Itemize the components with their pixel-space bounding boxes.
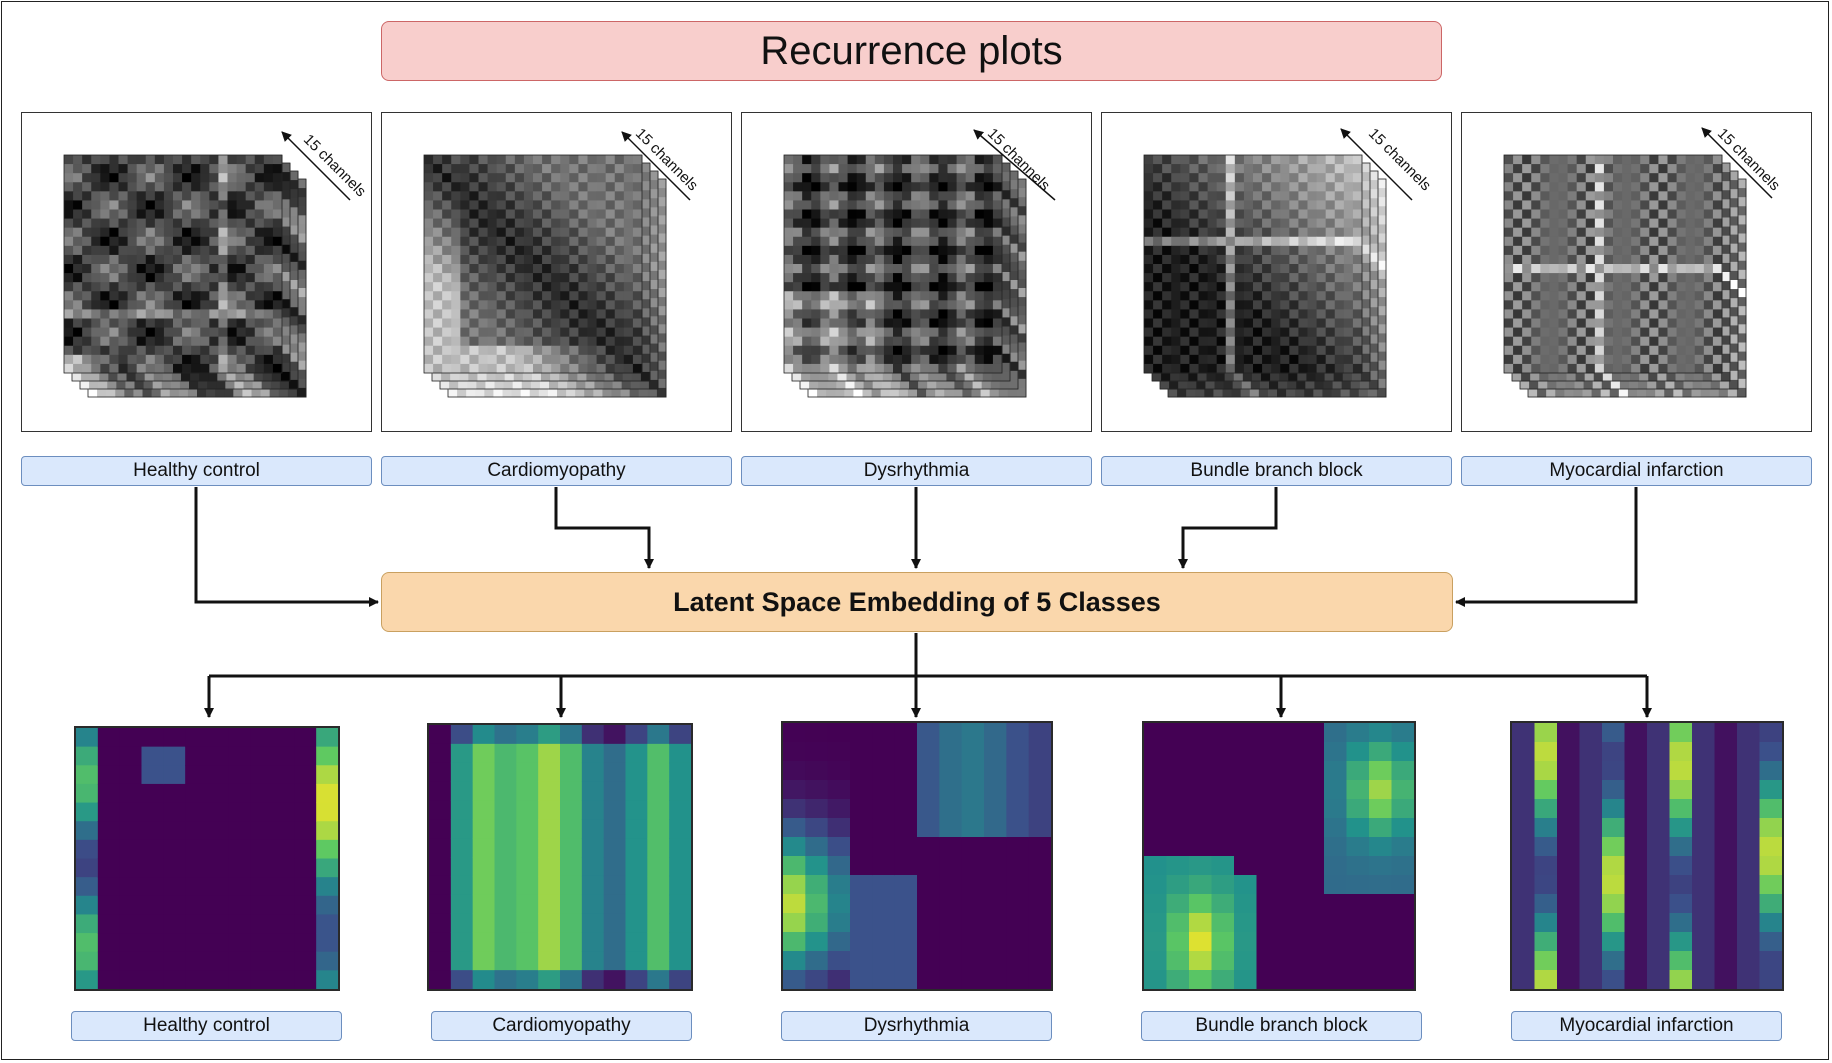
recurrence-layer bbox=[1143, 154, 1363, 374]
top-label-healthy-control: Healthy control bbox=[21, 456, 372, 486]
arrow-healthy-to-latent bbox=[194, 487, 379, 607]
latent-heatmap-bundle-branch-block bbox=[1142, 721, 1416, 991]
top-label-bundle-branch-block: Bundle branch block bbox=[1101, 456, 1452, 486]
latent-heatmap-healthy-control bbox=[74, 726, 340, 991]
arrow-bbb-to-latent bbox=[1178, 487, 1278, 569]
recurrence-panel-dysrhythmia: 15 channels bbox=[741, 112, 1092, 432]
recurrence-stack-cardiomyopathy bbox=[423, 154, 667, 398]
bottom-label-cardiomyopathy: Cardiomyopathy bbox=[431, 1011, 692, 1041]
recurrence-stack-healthy-control bbox=[63, 154, 307, 398]
channels-arrow-icon bbox=[1701, 127, 1773, 199]
latent-heatmap-cardiomyopathy bbox=[427, 723, 693, 991]
recurrence-panel-myocardial-infarction: 15 channels bbox=[1461, 112, 1812, 432]
top-label-dysrhythmia: Dysrhythmia bbox=[741, 456, 1092, 486]
heatmap-svg bbox=[76, 728, 338, 989]
heatmap-svg bbox=[429, 725, 691, 989]
latent-heatmap-dysrhythmia bbox=[781, 721, 1053, 991]
top-label-myocardial-infarction: Myocardial infarction bbox=[1461, 456, 1812, 486]
recurrence-panel-healthy-control: 15 channels bbox=[21, 112, 372, 432]
bottom-label-bundle-branch-block: Bundle branch block bbox=[1141, 1011, 1422, 1041]
latent-space-embedding-box: Latent Space Embedding of 5 Classes bbox=[381, 572, 1453, 632]
channels-arrow-icon bbox=[1340, 128, 1413, 201]
recurrence-layer bbox=[63, 154, 283, 374]
channels-arrow-icon bbox=[973, 129, 1056, 201]
recurrence-panel-bundle-branch-block: 15 channels bbox=[1101, 112, 1452, 432]
recurrence-plots-title: Recurrence plots bbox=[381, 21, 1442, 81]
heatmap-svg bbox=[1144, 723, 1414, 989]
bottom-label-dysrhythmia: Dysrhythmia bbox=[781, 1011, 1052, 1041]
heatmap-svg bbox=[783, 723, 1051, 989]
arrow-cardio-to-latent bbox=[554, 487, 654, 569]
recurrence-layer bbox=[783, 154, 1003, 374]
latent-heatmap-myocardial-infarction bbox=[1510, 721, 1784, 991]
recurrence-layer bbox=[1503, 154, 1723, 374]
heatmap-svg bbox=[1512, 723, 1782, 989]
recurrence-stack-bundle-branch-block bbox=[1143, 154, 1387, 398]
channels-arrow-icon bbox=[281, 131, 351, 201]
recurrence-layer bbox=[423, 154, 643, 374]
bottom-label-myocardial-infarction: Myocardial infarction bbox=[1511, 1011, 1782, 1041]
recurrence-stack-myocardial-infarction bbox=[1503, 154, 1747, 398]
recurrence-panel-cardiomyopathy: 15 channels bbox=[381, 112, 732, 432]
bottom-label-healthy-control: Healthy control bbox=[71, 1011, 342, 1041]
arrow-mi-to-latent bbox=[1455, 487, 1638, 607]
channels-arrow-icon bbox=[621, 131, 691, 201]
recurrence-stack-dysrhythmia bbox=[783, 154, 1027, 398]
top-label-cardiomyopathy: Cardiomyopathy bbox=[381, 456, 732, 486]
